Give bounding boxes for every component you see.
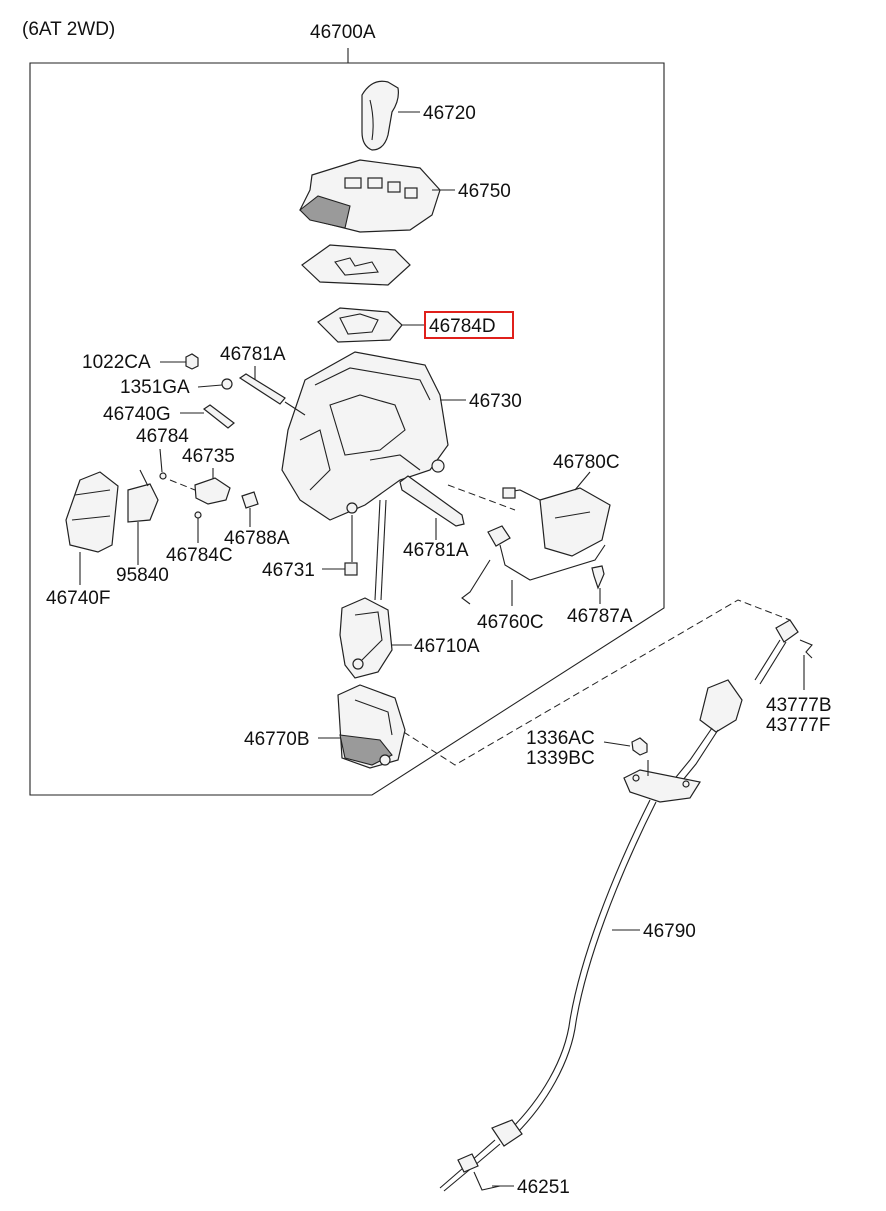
cable-guide-dashed (384, 599, 791, 766)
pin-top-part[interactable] (238, 373, 286, 405)
variant-label: (6AT 2WD) (22, 19, 115, 40)
leader-1336ac (603, 741, 631, 747)
shifter-housing[interactable] (281, 351, 449, 521)
bolt-axis-dashed (447, 484, 516, 511)
label-nut-1022ca[interactable]: 1022CA (82, 352, 151, 373)
nut-part[interactable] (185, 353, 199, 370)
shift-rod-edge (380, 499, 387, 601)
label-bolt-46781a[interactable]: 46781A (403, 540, 469, 561)
stopper-46788a-part[interactable] (241, 491, 259, 509)
module-46780c-part[interactable] (502, 487, 611, 557)
label-clip-43777b[interactable]: 43777B (766, 695, 832, 716)
label-clip-46251[interactable]: 46251 (517, 1177, 570, 1198)
washer-part[interactable] (221, 378, 233, 390)
label-harness-46760c[interactable]: 46760C (477, 612, 544, 633)
lever-46710a-part[interactable] (339, 597, 393, 679)
label-lever-46710a[interactable]: 46710A (414, 636, 480, 657)
screw-46787a-part[interactable] (591, 565, 605, 590)
highlight-box (424, 311, 514, 339)
label-pin-top[interactable]: 46781A (220, 344, 286, 365)
shift-bezel[interactable] (299, 159, 441, 233)
axis-46735 (169, 479, 196, 491)
label-stopper-46788a[interactable]: 46788A (224, 528, 290, 549)
clip-46784c-part[interactable] (194, 511, 202, 519)
pin-46740g-part[interactable] (202, 404, 235, 429)
leader-washer (197, 384, 223, 388)
label-spring-46784[interactable]: 46784 (136, 426, 189, 447)
label-bolt-1339bc[interactable]: 1339BC (526, 748, 595, 769)
clip-46251-part[interactable] (473, 1171, 501, 1191)
label-lever-46735[interactable]: 46735 (182, 446, 235, 467)
pin-axis (284, 401, 306, 416)
label-bushing-46731[interactable]: 46731 (262, 560, 315, 581)
label-bolt-1336ac[interactable]: 1336AC (526, 728, 595, 749)
label-bezel[interactable]: 46750 (458, 181, 511, 202)
shift-cable-46790[interactable] (439, 619, 799, 1192)
lever-46735-part[interactable] (194, 477, 231, 505)
gate-plate[interactable] (301, 244, 411, 286)
label-cable-46790[interactable]: 46790 (643, 921, 696, 942)
label-cover-46740f[interactable]: 46740F (46, 588, 110, 609)
label-washer-1351ga[interactable]: 1351GA (120, 377, 190, 398)
bolt-1336ac-part[interactable] (631, 737, 648, 756)
bushing-46731-part[interactable] (344, 562, 358, 576)
label-screw-46787a[interactable]: 46787A (567, 606, 633, 627)
assembly-label[interactable]: 46700A (310, 22, 376, 43)
assembly-frame (29, 48, 665, 796)
cover-46740f-part[interactable] (65, 471, 119, 553)
leader-46780c (574, 471, 591, 491)
label-module-46780c[interactable]: 46780C (553, 452, 620, 473)
shift-rod (374, 499, 381, 601)
indicator-plate[interactable] (317, 307, 403, 343)
label-clip-43777f[interactable]: 43777F (766, 715, 830, 736)
solenoid-part[interactable] (127, 469, 159, 523)
bolt-46781a-part[interactable] (399, 475, 465, 527)
label-indicator[interactable]: 46784D (429, 316, 496, 337)
leader-46784 (159, 448, 163, 473)
label-housing[interactable]: 46730 (469, 391, 522, 412)
label-solenoid-95840[interactable]: 95840 (116, 565, 169, 586)
spring-46784-part[interactable] (159, 472, 167, 480)
clip-43777-part[interactable] (799, 639, 813, 659)
label-pin-46740g[interactable]: 46740G (103, 404, 171, 425)
label-knob[interactable]: 46720 (423, 103, 476, 124)
label-clip-46784c[interactable]: 46784C (166, 545, 233, 566)
harness-46760c-part[interactable] (461, 525, 606, 605)
label-base-46770b[interactable]: 46770B (244, 729, 310, 750)
base-46770b-part[interactable] (337, 684, 406, 769)
shift-knob[interactable] (361, 80, 399, 151)
